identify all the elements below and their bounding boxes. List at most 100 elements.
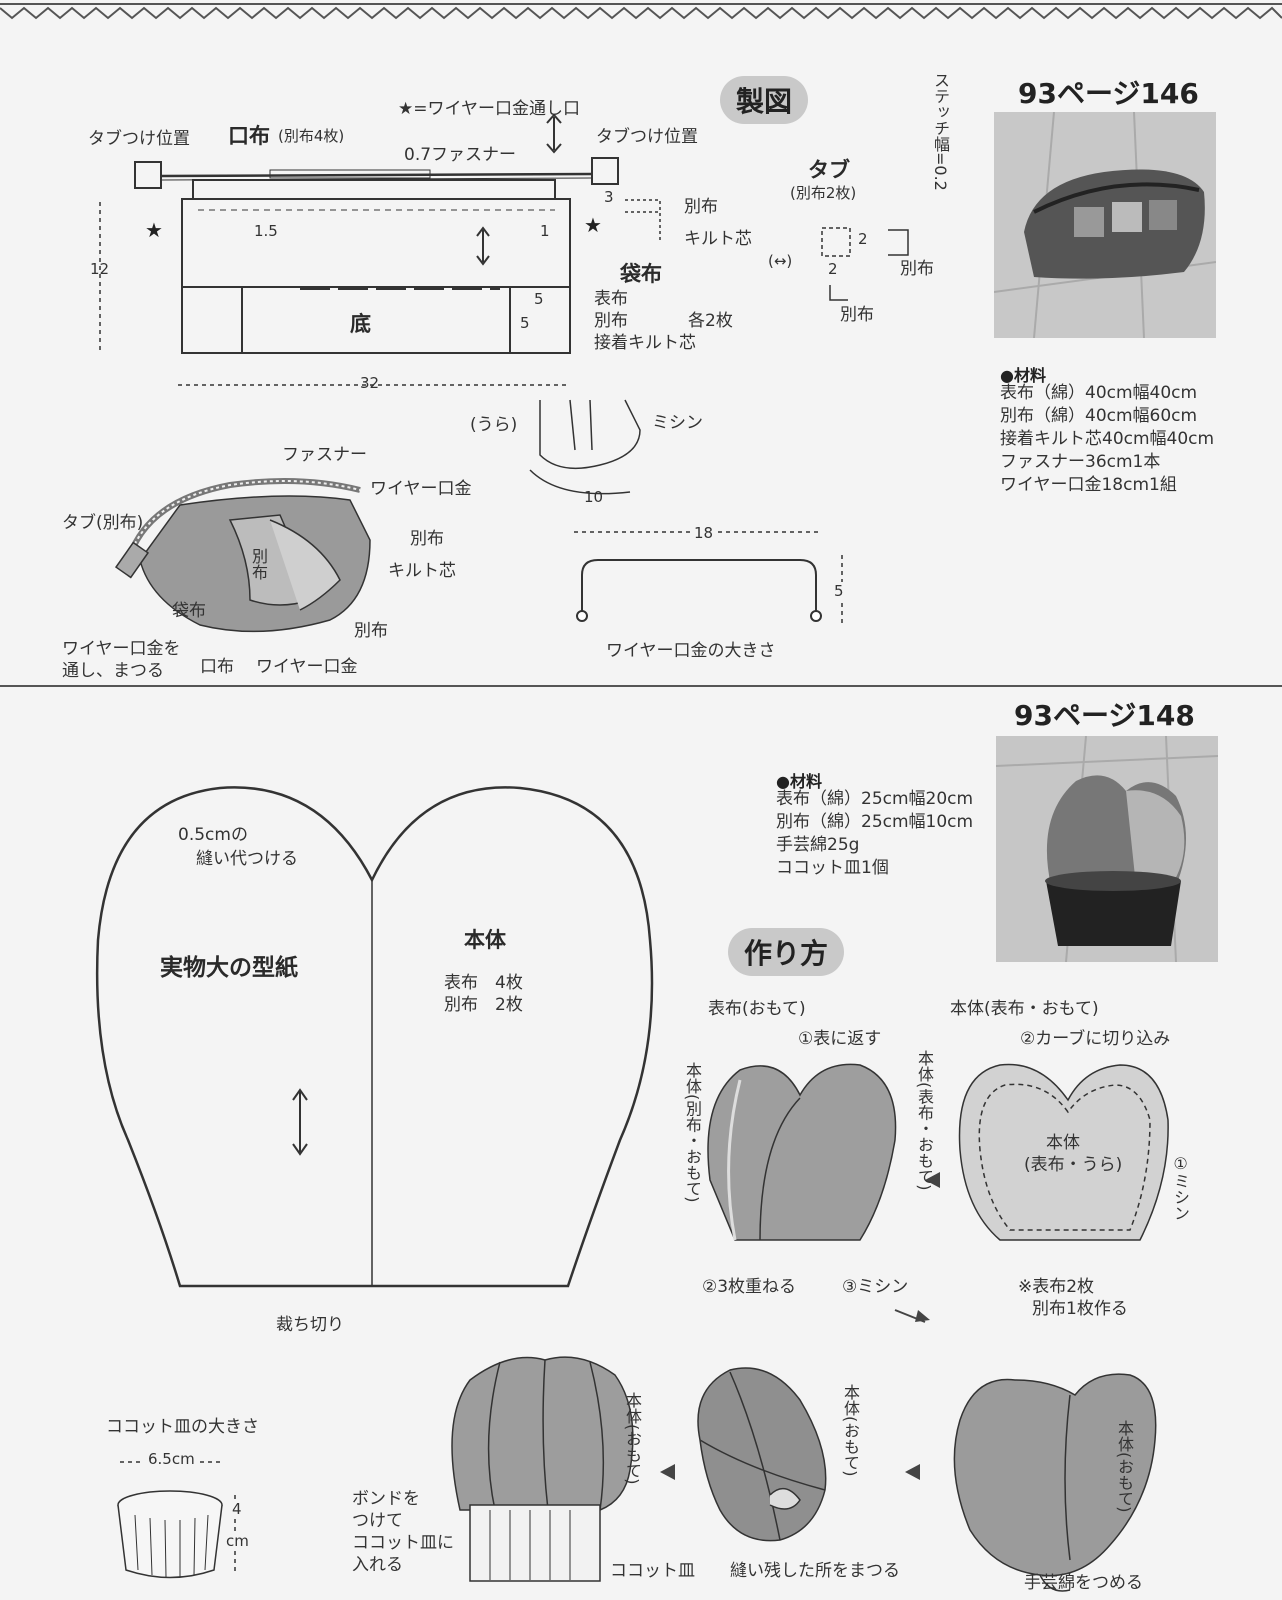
- dim-10: 10: [584, 488, 604, 506]
- material-line: ココット皿1個: [776, 858, 889, 878]
- s2-center-1: 本体: [1046, 1133, 1080, 1153]
- s2-notch: ②カーブに切り込み: [1020, 1029, 1171, 1049]
- tab-grain: (↔): [768, 252, 793, 270]
- stitch-width-note: ステッチ幅=0.2: [931, 72, 950, 191]
- tab-title: タブ: [808, 158, 850, 182]
- s1-hontai-left: 本体(別布・おもて): [683, 1062, 702, 1203]
- step2-illustration: [958, 1063, 1169, 1241]
- material-line: 手芸綿25g: [776, 835, 860, 855]
- kuchi-title: 口布: [228, 124, 270, 148]
- material-line: 接着キルト芯40cm幅40cm: [1000, 429, 1215, 449]
- pattern-title: 実物大の型紙: [160, 955, 298, 981]
- ill-tab: タブ(別布): [62, 513, 144, 533]
- frame-height: 5: [834, 582, 844, 600]
- ill-wire-2: ワイヤー口金: [256, 657, 358, 677]
- ref-148-title: 93ページ148: [1014, 699, 1195, 732]
- frame-width: 18: [690, 524, 718, 542]
- seam-allowance-1: 0.5cmの: [178, 825, 248, 845]
- seam-illustration: [529, 399, 641, 495]
- ref-146-mat-head: ●材料: [1000, 366, 1046, 385]
- ill-quilt: キルト芯: [388, 561, 456, 581]
- s2-center-2: (表布・うら): [1024, 1155, 1123, 1175]
- material-line: 別布（綿）25cm幅10cm: [776, 812, 974, 832]
- dim-12: 12: [90, 260, 110, 278]
- material-line: 表布（綿）25cm幅20cm: [776, 789, 974, 809]
- s5-bond-1: ボンドを: [352, 1489, 420, 1509]
- frame-caption: ワイヤー口金の大きさ: [606, 641, 776, 661]
- ill-fastener: ファスナー: [282, 445, 367, 465]
- s1-turn: ①表に返す: [798, 1029, 882, 1049]
- cactus-photo: [996, 736, 1218, 962]
- s2-note-1: ※表布2枚: [1018, 1277, 1095, 1297]
- hontai-line2: 別布 2枚: [444, 995, 523, 1015]
- tab-betsu-2: 別布: [840, 305, 874, 325]
- pouch-photo: [994, 112, 1216, 338]
- s2-note-2: 別布1枚作る: [1032, 1299, 1128, 1319]
- seizu-heading: 製図: [720, 76, 809, 124]
- s4-label: 本体(おもて): [841, 1384, 860, 1477]
- mishin-label: ミシン: [652, 413, 703, 433]
- zipper-label: 0.7ファスナー: [404, 145, 517, 165]
- ref-148-materials: 表布（綿）25cm幅20cm 別布（綿）25cm幅10cm 手芸綿25g ココッ…: [776, 788, 973, 880]
- s2-sew: ①ミシン: [1171, 1154, 1190, 1221]
- wire-frame-drawing: [574, 531, 843, 625]
- top-zigzag-border: [0, 6, 1282, 20]
- s3-label: 本体(おもて): [1115, 1420, 1134, 1513]
- s5-cocotte: ココット皿: [610, 1561, 695, 1581]
- s1-omote: 表布(おもて): [708, 999, 806, 1019]
- bag-pattern: [99, 113, 661, 386]
- ura-label: (うら): [470, 415, 518, 435]
- tab-sub: (別布2枚): [790, 184, 857, 202]
- cut-label: 裁ち切り: [276, 1315, 344, 1335]
- material-line: 表布（綿）40cm幅40cm: [1000, 383, 1198, 403]
- cocotte-illustration: [117, 1461, 236, 1579]
- svg-text:★: ★: [145, 218, 163, 242]
- ill-betsu-1: 別布: [410, 529, 444, 549]
- s3-stuff: 手芸綿をつめる: [1024, 1573, 1143, 1593]
- tab-betsu-1: 別布: [900, 259, 934, 279]
- fukuro-title: 袋布: [620, 262, 662, 286]
- tab-position-left: タブつけ位置: [88, 129, 190, 149]
- svg-text:★: ★: [584, 213, 602, 237]
- s1-sew: ③ミシン: [842, 1277, 909, 1297]
- s2-top: 本体(表布・おもて): [950, 999, 1099, 1019]
- cocotte-unit: cm: [226, 1532, 249, 1550]
- step1-illustration: [707, 1063, 897, 1241]
- ill-kuchi: 口布: [200, 657, 234, 677]
- material-line: ファスナー36cm1本: [1000, 452, 1161, 472]
- dim-5a: 5: [534, 290, 544, 308]
- soko-label: 底: [350, 312, 371, 336]
- dim-1-5: 1.5: [254, 222, 278, 240]
- dim-32: 32: [360, 374, 380, 392]
- s5-bond-4: 入れる: [352, 1555, 403, 1575]
- hontai-title: 本体: [464, 928, 506, 952]
- fukuro-line2: 別布: [594, 311, 628, 331]
- s5-label: 本体(おもて): [623, 1392, 642, 1485]
- fukuro-count: 各2枚: [688, 311, 733, 331]
- cocotte-title: ココット皿の大きさ: [106, 1417, 259, 1437]
- cocotte-height: 4: [232, 1500, 242, 1518]
- s1-hontai-right: 本体(表布・おもて): [915, 1050, 934, 1191]
- ill-wire-through-2: 通し、まつる: [62, 661, 164, 681]
- dim-3: 3: [604, 188, 614, 206]
- tab-position-right: タブつけ位置: [596, 127, 698, 147]
- dim-5b: 5: [520, 314, 530, 332]
- tab-pattern: [821, 227, 909, 301]
- hontai-line1: 表布 4枚: [444, 973, 523, 993]
- dim-1: 1: [540, 222, 550, 240]
- s1-stack: ②3枚重ねる: [702, 1277, 797, 1297]
- tsukurikata-heading: 作り方: [728, 928, 845, 976]
- s5-bond-3: ココット皿に: [352, 1533, 454, 1553]
- tab-dim-2a: 2: [858, 230, 868, 248]
- material-line: 別布（綿）40cm幅60cm: [1000, 406, 1198, 426]
- step3-illustration: [953, 1373, 1157, 1592]
- step5-illustration: [451, 1356, 634, 1582]
- star-note: ★=ワイヤー口金通し口: [398, 99, 580, 119]
- ref-146-materials: 表布（綿）40cm幅40cm 別布（綿）40cm幅60cm 接着キルト芯40cm…: [1000, 382, 1214, 497]
- fukuro-line3: 接着キルト芯: [594, 333, 696, 353]
- kuchi-sub: (別布4枚): [278, 127, 345, 145]
- ill-betsu-3: 別布: [354, 621, 388, 641]
- ill-fukuro: 袋布: [172, 601, 206, 621]
